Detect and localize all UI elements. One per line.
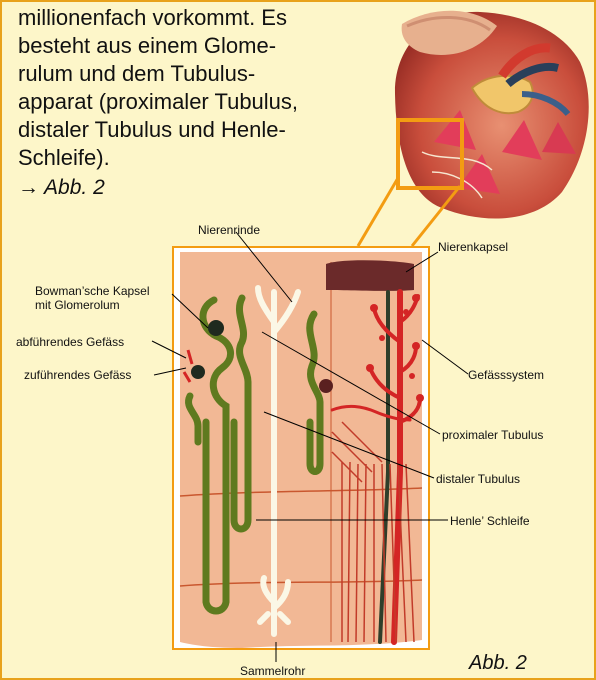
figure-caption: Abb. 2 — [469, 652, 527, 675]
label-abfuehrendes-gefaess: abführendes Gefäss — [16, 335, 124, 349]
label-zufuehrendes-gefaess: zuführendes Gefäss — [24, 368, 131, 382]
label-proximaler-tubulus: proximaler Tubulus — [442, 428, 543, 442]
label-bowman-line-1: Bowman’sche Kapsel — [35, 284, 150, 298]
label-gefaesssystem: Gefässsystem — [468, 368, 544, 382]
label-bowman-line-2: mit Glomerolum — [35, 298, 120, 312]
label-henle-schleife: Henle’ Schleife — [450, 514, 530, 528]
label-nierenrinde: Nierenrinde — [198, 223, 260, 237]
label-distaler-tubulus: distaler Tubulus — [436, 472, 520, 486]
label-nierenkapsel: Nierenkapsel — [438, 240, 508, 254]
label-sammelrohr: Sammelrohr — [240, 664, 305, 678]
